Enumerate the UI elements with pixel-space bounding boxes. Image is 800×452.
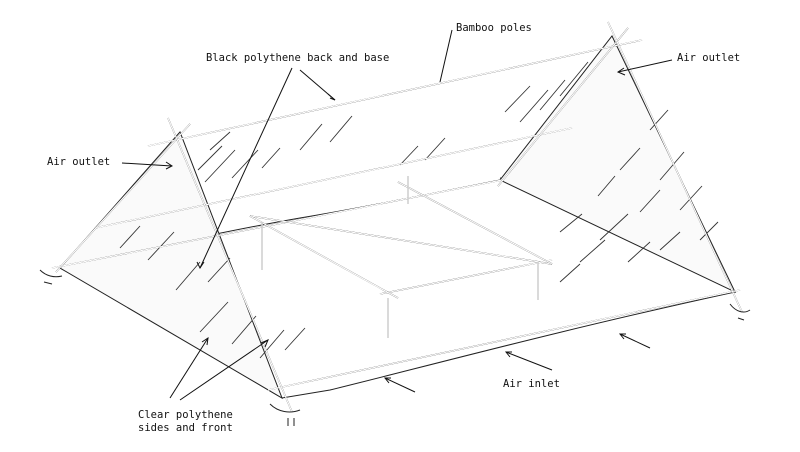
clear-polythene-label-line2: sides and front: [138, 422, 233, 434]
base-hatching: [559, 213, 681, 283]
right-panel-hatching: [597, 109, 719, 241]
bamboo-poles-label: Bamboo poles: [456, 22, 532, 34]
black-polythene-label: Black polythene back and base: [206, 52, 390, 64]
air-inlet-label: Air inlet: [503, 378, 560, 390]
bamboo-poles: [51, 21, 743, 413]
drying-tray: [249, 176, 553, 338]
air-outlet-right-label: Air outlet: [677, 52, 741, 64]
air-outlet-left-label: Air outlet: [47, 156, 111, 168]
leader-lines: [121, 29, 673, 401]
clear-polythene-label-line1: Clear polythene: [138, 409, 233, 421]
ground-stakes: [39, 269, 751, 426]
right-end-panel: [499, 35, 737, 294]
left-end-panel: [59, 131, 283, 400]
